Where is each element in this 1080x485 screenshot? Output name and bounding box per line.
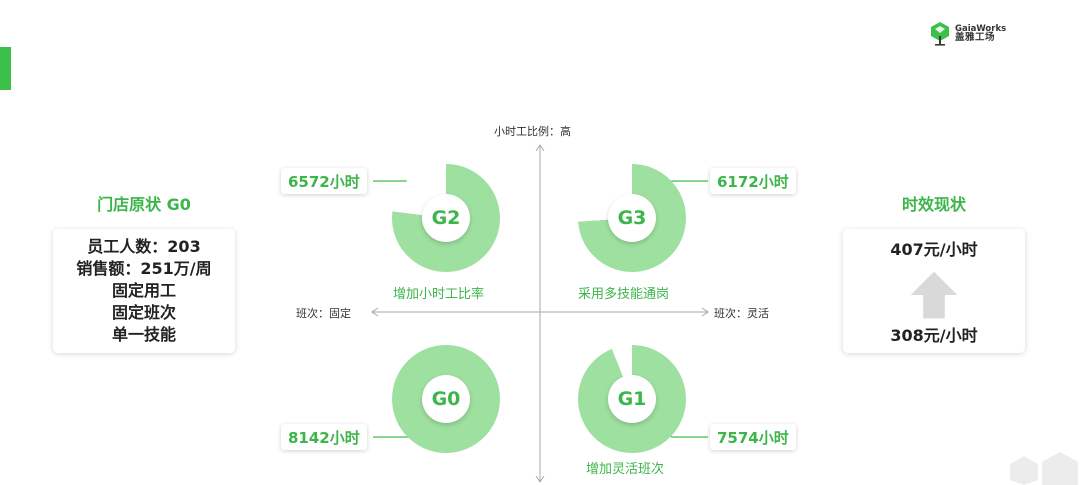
ring-center-g0: G0 — [422, 375, 470, 423]
accent-bar — [0, 47, 11, 90]
hours-badge-g3: 6172小时 — [710, 168, 796, 194]
quadrant-label-g2: 增加小时工比率 — [393, 287, 485, 302]
efficiency-bottom-value: 308元/小时 — [890, 326, 978, 345]
left-title: 门店原状 G0 — [97, 195, 191, 214]
store-line: 固定班次 — [111, 303, 176, 322]
ring-center-g3: G3 — [608, 194, 656, 242]
quadrant-label-g3: 采用多技能通岗 — [578, 287, 670, 302]
axis-label-left: 班次：固定 — [296, 307, 351, 320]
brand-name-cn: 盖雅工场 — [955, 32, 996, 44]
ring-g3: G3 — [578, 164, 686, 272]
ring-g2: G2 — [392, 164, 500, 272]
store-line: 员工人数：203 — [87, 237, 201, 256]
right-title: 时效现状 — [901, 195, 966, 214]
store-line: 单一技能 — [111, 325, 176, 344]
hours-badge-g1: 7574小时 — [710, 424, 796, 450]
hours-badge-g2: 6572小时 — [281, 168, 367, 194]
store-status-panel: 员工人数：203 销售额：251万/周 固定用工 固定班次 单一技能 — [53, 229, 235, 353]
brand-logo: GaiaWorks 盖雅工场 — [929, 21, 1006, 47]
up-arrow-icon — [910, 271, 958, 319]
axis-label-top: 小时工比例：高 — [494, 125, 571, 138]
axis-label-right: 班次：灵活 — [714, 307, 769, 320]
corner-decoration-icon — [1010, 452, 1078, 485]
store-line: 固定用工 — [111, 281, 176, 300]
tree-icon — [931, 22, 949, 46]
ring-center-g1: G1 — [608, 375, 656, 423]
brand-name-en: GaiaWorks — [955, 23, 1007, 34]
efficiency-panel: 407元/小时 308元/小时 — [843, 229, 1025, 353]
efficiency-top-value: 407元/小时 — [890, 240, 978, 259]
ring-g0: G0 — [392, 345, 500, 453]
hours-badge-g0: 8142小时 — [281, 424, 367, 450]
ring-g1: G1 — [578, 345, 686, 453]
store-line: 销售额：251万/周 — [76, 259, 212, 278]
quadrant-label-g1: 增加灵活班次 — [586, 462, 665, 477]
ring-center-g2: G2 — [422, 194, 470, 242]
